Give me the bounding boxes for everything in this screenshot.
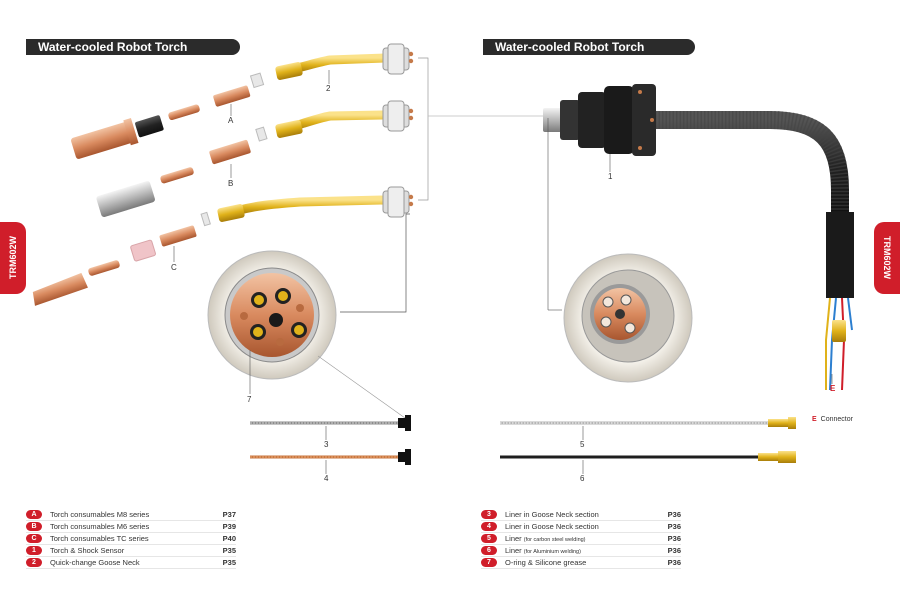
legend-label: Torch & Shock Sensor [50,546,125,555]
legend-row: 1 Torch & Shock Sensor P35 [26,545,236,557]
contact-tip-a [168,104,200,121]
legend-page: P35 [222,558,236,567]
legend-page: P35 [222,546,236,555]
callout-3: 3 [324,440,329,449]
legend-row: 5 Liner (for carbon steel welding) P36 [481,533,681,545]
callout-6: 6 [580,474,585,483]
legend-badge: 1 [26,546,42,555]
legend-row: B Torch consumables M6 series P39 [26,521,236,533]
cable-leads [825,297,853,391]
legend-page: P36 [667,522,681,531]
contact-tip-c [88,260,120,276]
legend-label-note: (for Aluminium welding) [523,549,581,555]
callout-b: B [228,179,234,188]
legend-badge: 4 [481,522,497,531]
legend-left: A Torch consumables M8 series P37 B Torch c… [26,509,236,569]
legend-badge: 6 [481,546,497,555]
legend-label: Liner (for Aluminium welding) [505,546,651,555]
callout-1: 1 [608,172,613,181]
legend-badge: 5 [481,534,497,543]
callout-2: 2 [326,84,331,93]
model-tab-left: TRM602W [0,222,26,294]
legend-row: C Torch consumables TC series P40 [26,533,236,545]
legend-label-text: Liner [505,534,524,543]
legend-row: 2 Quick-change Goose Neck P35 [26,557,236,569]
legend-page: P37 [222,510,236,519]
legend-page: P36 [667,510,681,519]
legend-badge: B [26,522,42,531]
nozzle-b [96,181,155,218]
liner-3 [250,415,411,431]
legend-label: Quick-change Goose Neck [50,558,140,567]
legend-row: A Torch consumables M8 series P37 [26,509,236,521]
legend-badge: 3 [481,510,497,519]
callout-7: 7 [247,395,252,404]
connector-face-left [207,250,337,380]
legend-badge: A [26,510,42,519]
goose-neck-2 [275,100,414,138]
legend-badge: 7 [481,558,497,567]
legend-label: Liner (for carbon steel welding) [505,534,651,543]
legend-row: 7 O-ring & Silicone grease P36 [481,557,681,569]
consumable-row-a [71,72,265,159]
legend-page: P36 [667,558,681,567]
legend-label-text: Liner in Goose Neck section [505,510,599,519]
model-tab-right: TRM602W [874,222,900,294]
legend-badge: 2 [26,558,42,567]
insulator-a [135,115,164,138]
callout-c: C [171,263,177,272]
nozzle-c [32,272,88,306]
callout-5: 5 [580,440,585,449]
contact-tip-b [160,167,194,184]
consumable-row-b [96,126,268,218]
goose-neck-1 [275,43,414,80]
legend-page: P40 [222,534,236,543]
connector-face-right [563,253,693,383]
liner-6 [500,451,796,463]
tip-holder-b [209,139,251,165]
legend-page: P36 [667,534,681,543]
section-title-left: Water-cooled Robot Torch [26,39,240,55]
connector-note-letter: E [812,416,817,423]
liner-5 [500,417,796,429]
legend-label: Liner in Goose Neck section [505,510,651,519]
torch-body [543,84,854,298]
nozzle-a [71,121,134,159]
legend-label-text: Liner [505,546,524,555]
liner-4 [250,449,411,465]
legend-label: Torch consumables M6 series [50,522,150,531]
legend-label: Liner in Goose Neck section [505,522,651,531]
section-title-right: Water-cooled Robot Torch [483,39,695,55]
legend-label: Torch consumables TC series [50,534,149,543]
goose-neck-3 [217,186,414,222]
legend-badge: C [26,534,42,543]
callout-e: E [830,384,836,393]
legend-page: P36 [667,546,681,555]
tip-holder-c [159,225,197,247]
legend-row: 6 Liner (for Aluminium welding) P36 [481,545,681,557]
model-tab-right-label: TRM602W [882,236,892,280]
connector-note-label: Connector [820,416,853,423]
legend-label-text: Liner in Goose Neck section [505,522,599,531]
tip-holder-a [213,85,251,107]
legend-label-text: O-ring & Silicone grease [505,558,587,567]
legend-label: Torch consumables M8 series [50,510,150,519]
consumable-row-c [32,211,211,306]
diffuser-c [130,239,156,262]
legend-page: P39 [222,522,236,531]
legend-label: O-ring & Silicone grease [505,558,651,567]
legend-row: 4 Liner in Goose Neck section P36 [481,521,681,533]
callout-a: A [228,116,234,125]
legend-row: 3 Liner in Goose Neck section P36 [481,509,681,521]
callout-4: 4 [324,474,329,483]
legend-label-note: (for carbon steel welding) [523,537,586,543]
